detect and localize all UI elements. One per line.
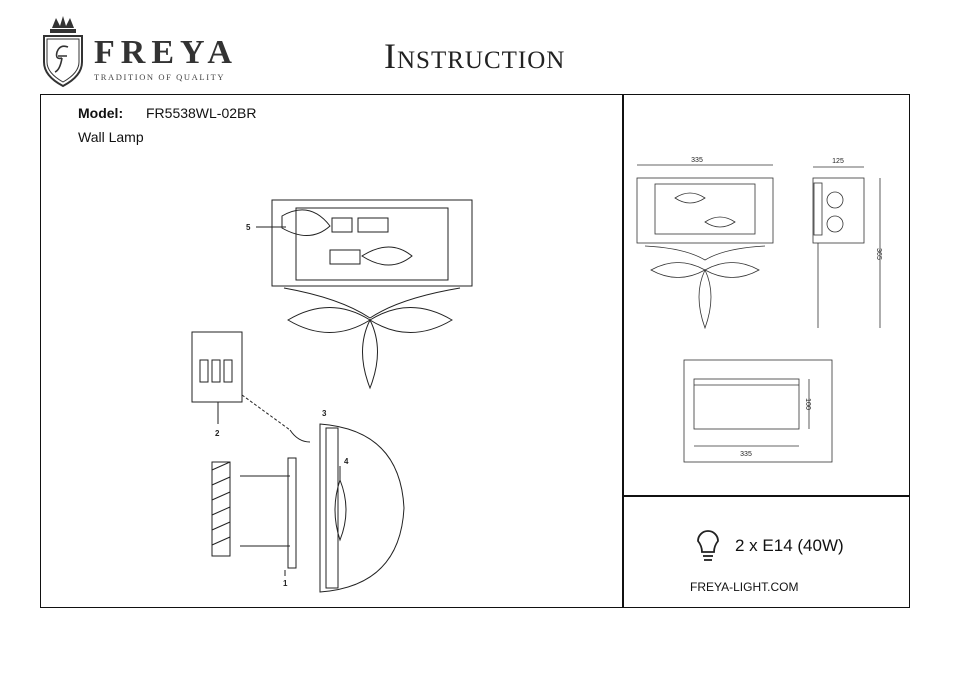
model-label: Model: [78, 105, 124, 121]
callout-4: 4 [344, 457, 349, 466]
lightbulb-icon [697, 530, 719, 561]
website-link[interactable]: FREYA-LIGHT.COM [690, 580, 799, 594]
callout-2: 2 [215, 429, 220, 438]
page-title: Instruction [384, 36, 566, 76]
dim-shade-height: 100 [804, 398, 811, 410]
callout-5: 5 [246, 223, 251, 232]
bulb-spec: 2 x E14 (40W) [735, 536, 844, 555]
brand-tagline: TRADITION OF QUALITY [94, 72, 226, 82]
product-type: Wall Lamp [78, 129, 144, 145]
callout-1: 1 [283, 579, 288, 588]
callout-3: 3 [322, 409, 327, 418]
brand-name: FREYA [94, 34, 238, 71]
dim-shade-width: 335 [740, 451, 752, 458]
dim-height: 365 [875, 248, 882, 260]
assembly-diagram: 5 2 3 4 1 [191, 199, 473, 593]
dim-side-depth: 125 [832, 158, 844, 165]
vertical-divider [622, 94, 624, 608]
dim-front-width: 335 [691, 157, 703, 164]
horizontal-divider [622, 495, 910, 497]
freya-crest-logo [43, 16, 83, 88]
instruction-frame [40, 94, 910, 608]
model-value: FR5538WL-02BR [146, 105, 257, 121]
dimension-diagram: 335 125 365 100 335 [636, 157, 882, 463]
